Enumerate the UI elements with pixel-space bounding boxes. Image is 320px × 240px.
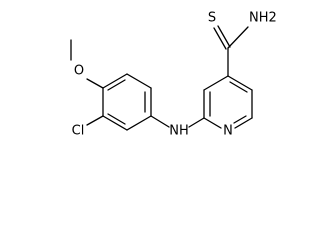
benzene-bond-1 [126,115,152,131]
bond-nh-aryl [150,115,170,128]
structure-canvas: S NH2 N NH O Cl [70,11,277,139]
benzene-double-1 [107,113,126,125]
benzene-double-2 [107,79,126,91]
benzene-bond-2 [102,115,128,131]
methoxy-oxygen-label: O [74,64,84,79]
benzene-bond-4 [102,73,128,89]
amine-nh-label: NH [169,124,189,139]
chlorine-label: Cl [72,124,85,139]
bond-ring-cl [86,115,104,126]
bond-c-s-double-a [213,27,227,50]
pyridine-bond-4 [203,117,222,129]
bond-c-s-double-b [217,25,231,48]
chemical-structure: S NH2 N NH O Cl [70,11,277,139]
amide-nh2-label: NH2 [249,11,277,26]
atom-labels: S NH2 N NH O Cl [72,11,277,139]
pyridine-double-2 [233,115,247,124]
bonds [70,25,253,131]
pyridine-double-1 [229,81,248,93]
bond-ring-o [86,78,104,89]
pyridine-bond-6 [203,75,229,91]
benzene-bond-5 [126,73,152,89]
sulfur-label: S [208,11,216,26]
bond-c-nh2 [227,26,249,49]
pyridine-bond-3 [234,117,253,129]
bond-ring-nh [188,117,205,128]
pyridine-bond-1 [227,75,253,91]
pyridine-nitrogen-label: N [223,124,233,139]
